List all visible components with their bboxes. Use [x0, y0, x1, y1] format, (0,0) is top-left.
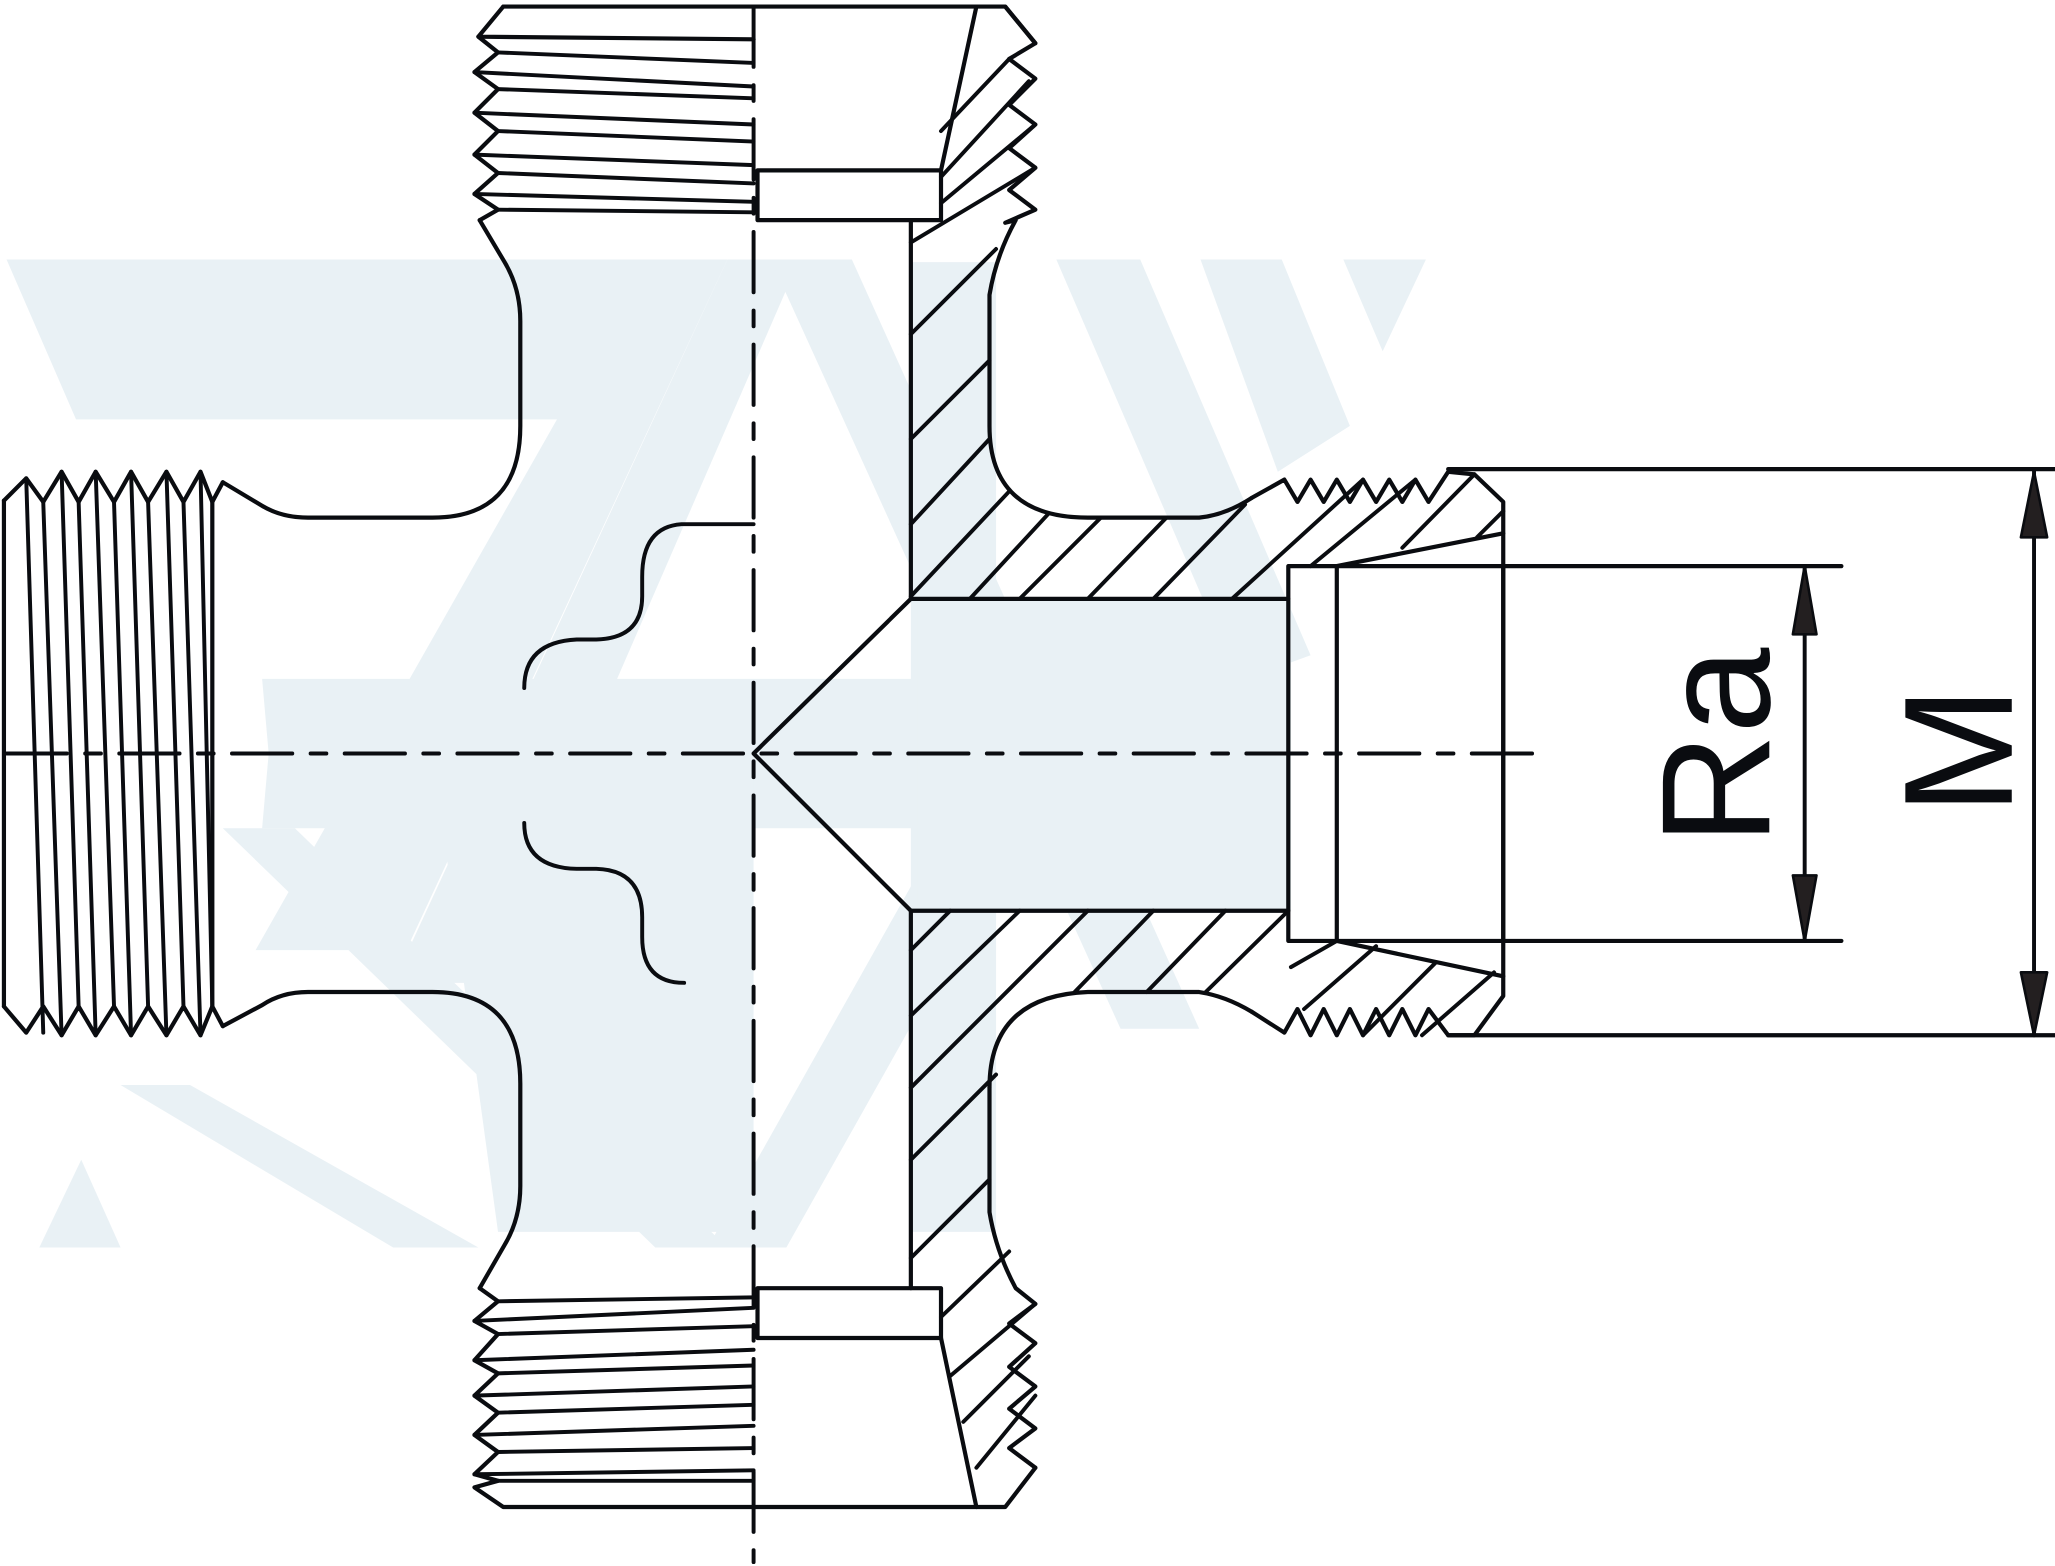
dimension-m: M	[1872, 467, 2049, 1038]
arrow-down-icon	[1791, 874, 1818, 943]
break-lines	[522, 522, 756, 985]
arrow-up-icon	[1791, 564, 1818, 636]
arrow-up-icon	[2019, 470, 2049, 539]
right-port	[1229, 467, 2055, 1038]
port-bore	[1286, 564, 1506, 944]
bottom-seal-ring	[755, 1286, 944, 1341]
dimension-ra: Ra	[1629, 564, 1818, 943]
left-threaded-end	[1, 469, 523, 1291]
top-seal-ring	[755, 168, 944, 223]
top-threaded-end	[220, 4, 1254, 601]
watermark-logo	[6, 259, 1426, 1248]
arrow-down-icon	[2019, 971, 2049, 1037]
bottom-threaded-end	[472, 908, 1291, 1510]
dimension-label-ra: Ra	[1629, 648, 1802, 846]
dimension-label-m: M	[1872, 686, 2045, 815]
